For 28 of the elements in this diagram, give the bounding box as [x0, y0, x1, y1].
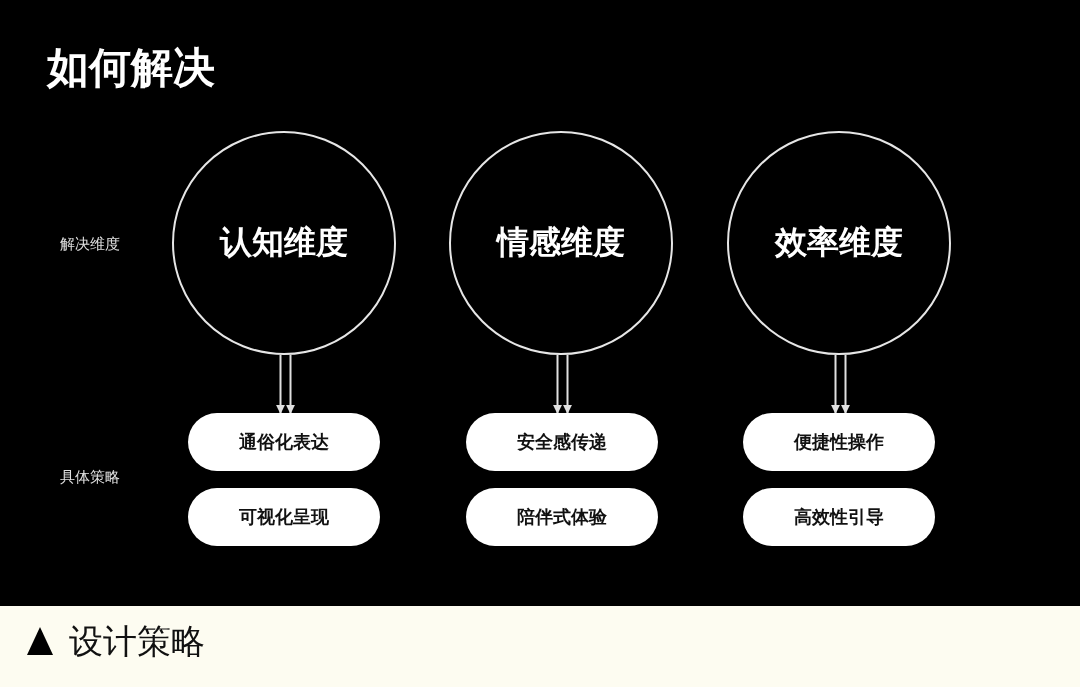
arrow [841, 353, 850, 414]
dimension-circle [727, 131, 951, 355]
strategy-label: 可视化呈现 [239, 505, 329, 529]
caption-text: 设计策略 [69, 620, 205, 662]
dimension-circle [449, 131, 673, 355]
strategy-label: 高效性引导 [794, 505, 884, 529]
row-label: 具体策略 [60, 467, 120, 487]
strategy-label: 通俗化表达 [239, 430, 329, 454]
dimension-title: 情感维度 [497, 222, 625, 263]
row-label: 解决维度 [60, 234, 120, 254]
strategy-pill [743, 413, 935, 471]
page-title: 如何解决 [47, 42, 215, 94]
strategy-label: 便捷性操作 [794, 430, 884, 454]
arrow [563, 353, 572, 414]
strategy-label: 陪伴式体验 [517, 505, 607, 529]
dimension-circle [172, 131, 396, 355]
arrow [831, 353, 840, 414]
arrow [276, 353, 285, 414]
strategy-pill [188, 488, 380, 546]
arrow [286, 353, 295, 414]
strategy-pill [188, 413, 380, 471]
strategy-pill [743, 488, 935, 546]
dimension-title: 效率维度 [775, 222, 903, 263]
strategy-pill [466, 488, 658, 546]
strategy-label: 安全感传递 [517, 430, 607, 454]
arrow [553, 353, 562, 414]
dimension-title: 认知维度 [220, 222, 348, 263]
strategy-pill [466, 413, 658, 471]
